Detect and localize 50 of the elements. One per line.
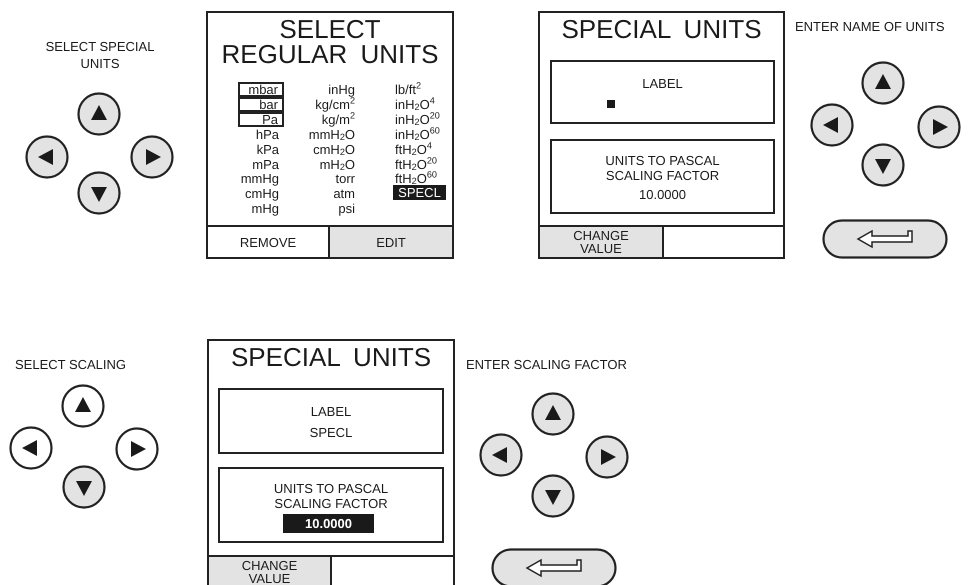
unit-option: cmHg [245, 187, 279, 202]
info-panel [550, 60, 775, 124]
unit-option: ftH$_{2}$O$^{20}$ [395, 158, 437, 172]
unit-option: inH$_{2}$O$^{20}$ [395, 112, 440, 127]
display-screen [538, 11, 785, 259]
instruction-text: ENTER NAME OF UNITS [795, 18, 945, 35]
unit-option: kg/m$^{2}$ [322, 112, 355, 127]
unit-option: cmH$_{2}$O [313, 142, 355, 157]
screen-title: SELECT REGULAR UNITS [220, 17, 440, 67]
unit-option: mPa [252, 158, 279, 172]
unit-option: inH$_{2}$O$^{60}$ [395, 128, 440, 142]
screen-title: SPECIAL UNITS [561, 17, 762, 42]
instruction-text: SELECT SPECIAL UNITS [44, 38, 156, 72]
soft-key: EDIT [328, 225, 454, 259]
selected-unit-option: mbar [238, 82, 284, 97]
unit-option: ftH$_{2}$O$^{4}$ [395, 142, 432, 157]
screen-title: SPECIAL UNITS [230, 345, 432, 370]
unit-option: psi [338, 202, 355, 216]
highlighted-value: 10.0000 [283, 514, 374, 533]
unit-option: mHg [252, 202, 279, 216]
unit-option: mmH$_{2}$O [308, 128, 355, 142]
field-value: SPECL [310, 425, 352, 440]
field-value: 10.0000 [639, 187, 686, 202]
info-panel [550, 139, 775, 214]
unit-option: inHg [328, 83, 355, 97]
instruction-text: SELECT SCALING [15, 356, 126, 373]
field-label: UNITS TO PASCAL SCALING FACTOR [272, 481, 390, 511]
soft-key: CHANGE VALUE [538, 225, 664, 259]
unit-option: atm [333, 187, 355, 202]
unit-option: lb/ft$^{2}$ [395, 83, 422, 97]
info-panel [218, 388, 444, 454]
display-screen [207, 339, 455, 585]
selected-unit-option: bar [238, 97, 284, 112]
unit-option: inH$_{2}$O$^{4}$ [395, 98, 435, 112]
unit-option: kPa [256, 142, 279, 157]
field-label: LABEL [310, 404, 352, 419]
unit-option: kg/cm$^{2}$ [315, 98, 355, 112]
unit-option: mH$_{2}$O [320, 158, 355, 172]
unit-option: hPa [256, 128, 279, 142]
field-label: LABEL [642, 76, 683, 91]
unit-option: torr [336, 172, 355, 186]
highlighted-unit-option: SPECL [393, 185, 446, 200]
info-panel [218, 467, 444, 543]
selected-unit-option: Pa [238, 112, 284, 127]
unit-option: mmHg [240, 172, 279, 186]
instruction-text: ENTER SCALING FACTOR [466, 356, 627, 373]
unit-option: ftH$_{2}$O$^{60}$ [395, 172, 437, 186]
soft-key: CHANGE VALUE [207, 555, 332, 585]
display-screen [206, 11, 454, 259]
field-label: UNITS TO PASCAL SCALING FACTOR [604, 153, 721, 183]
